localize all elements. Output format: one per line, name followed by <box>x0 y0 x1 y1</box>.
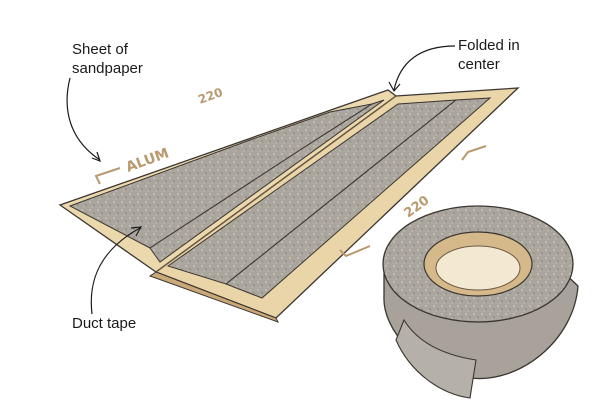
leader-folded <box>393 45 456 91</box>
sheet-edge-shadow <box>148 271 280 323</box>
callout-sheet-line2: sandpaper <box>72 60 143 77</box>
leader-duct <box>90 227 141 315</box>
grit-mark-left: 220 <box>196 85 224 107</box>
tape-flap <box>395 318 477 399</box>
leader-sheet <box>66 77 101 161</box>
tape-strip-left-2 <box>149 99 385 263</box>
tape-strip-right-2 <box>225 97 492 299</box>
printed-bracket-right-top <box>461 145 487 161</box>
callout-duct-line1: Duct tape <box>72 315 137 332</box>
duct-tape-roll <box>382 205 579 399</box>
printed-bracket-left <box>94 167 121 185</box>
roll-core-hole <box>435 245 521 291</box>
callout-duct-tape: Duct tape <box>72 314 136 333</box>
center-fold-line <box>155 95 397 273</box>
leader-sheet-arrow <box>91 151 101 163</box>
leader-folded-arrow <box>388 81 401 93</box>
leader-duct-arrow <box>130 226 143 237</box>
sandpaper-sheet: 220 ALUM 220 <box>58 85 520 323</box>
callout-folded-in-center: Folded in center <box>458 36 520 74</box>
callout-folded-line2: center <box>458 56 500 73</box>
callout-sheet-of-sandpaper: Sheet of sandpaper <box>72 40 143 78</box>
callout-folded-line1: Folded in <box>458 37 520 54</box>
callout-sheet-line1: Sheet of <box>72 41 128 58</box>
printed-bracket-right <box>339 245 371 258</box>
